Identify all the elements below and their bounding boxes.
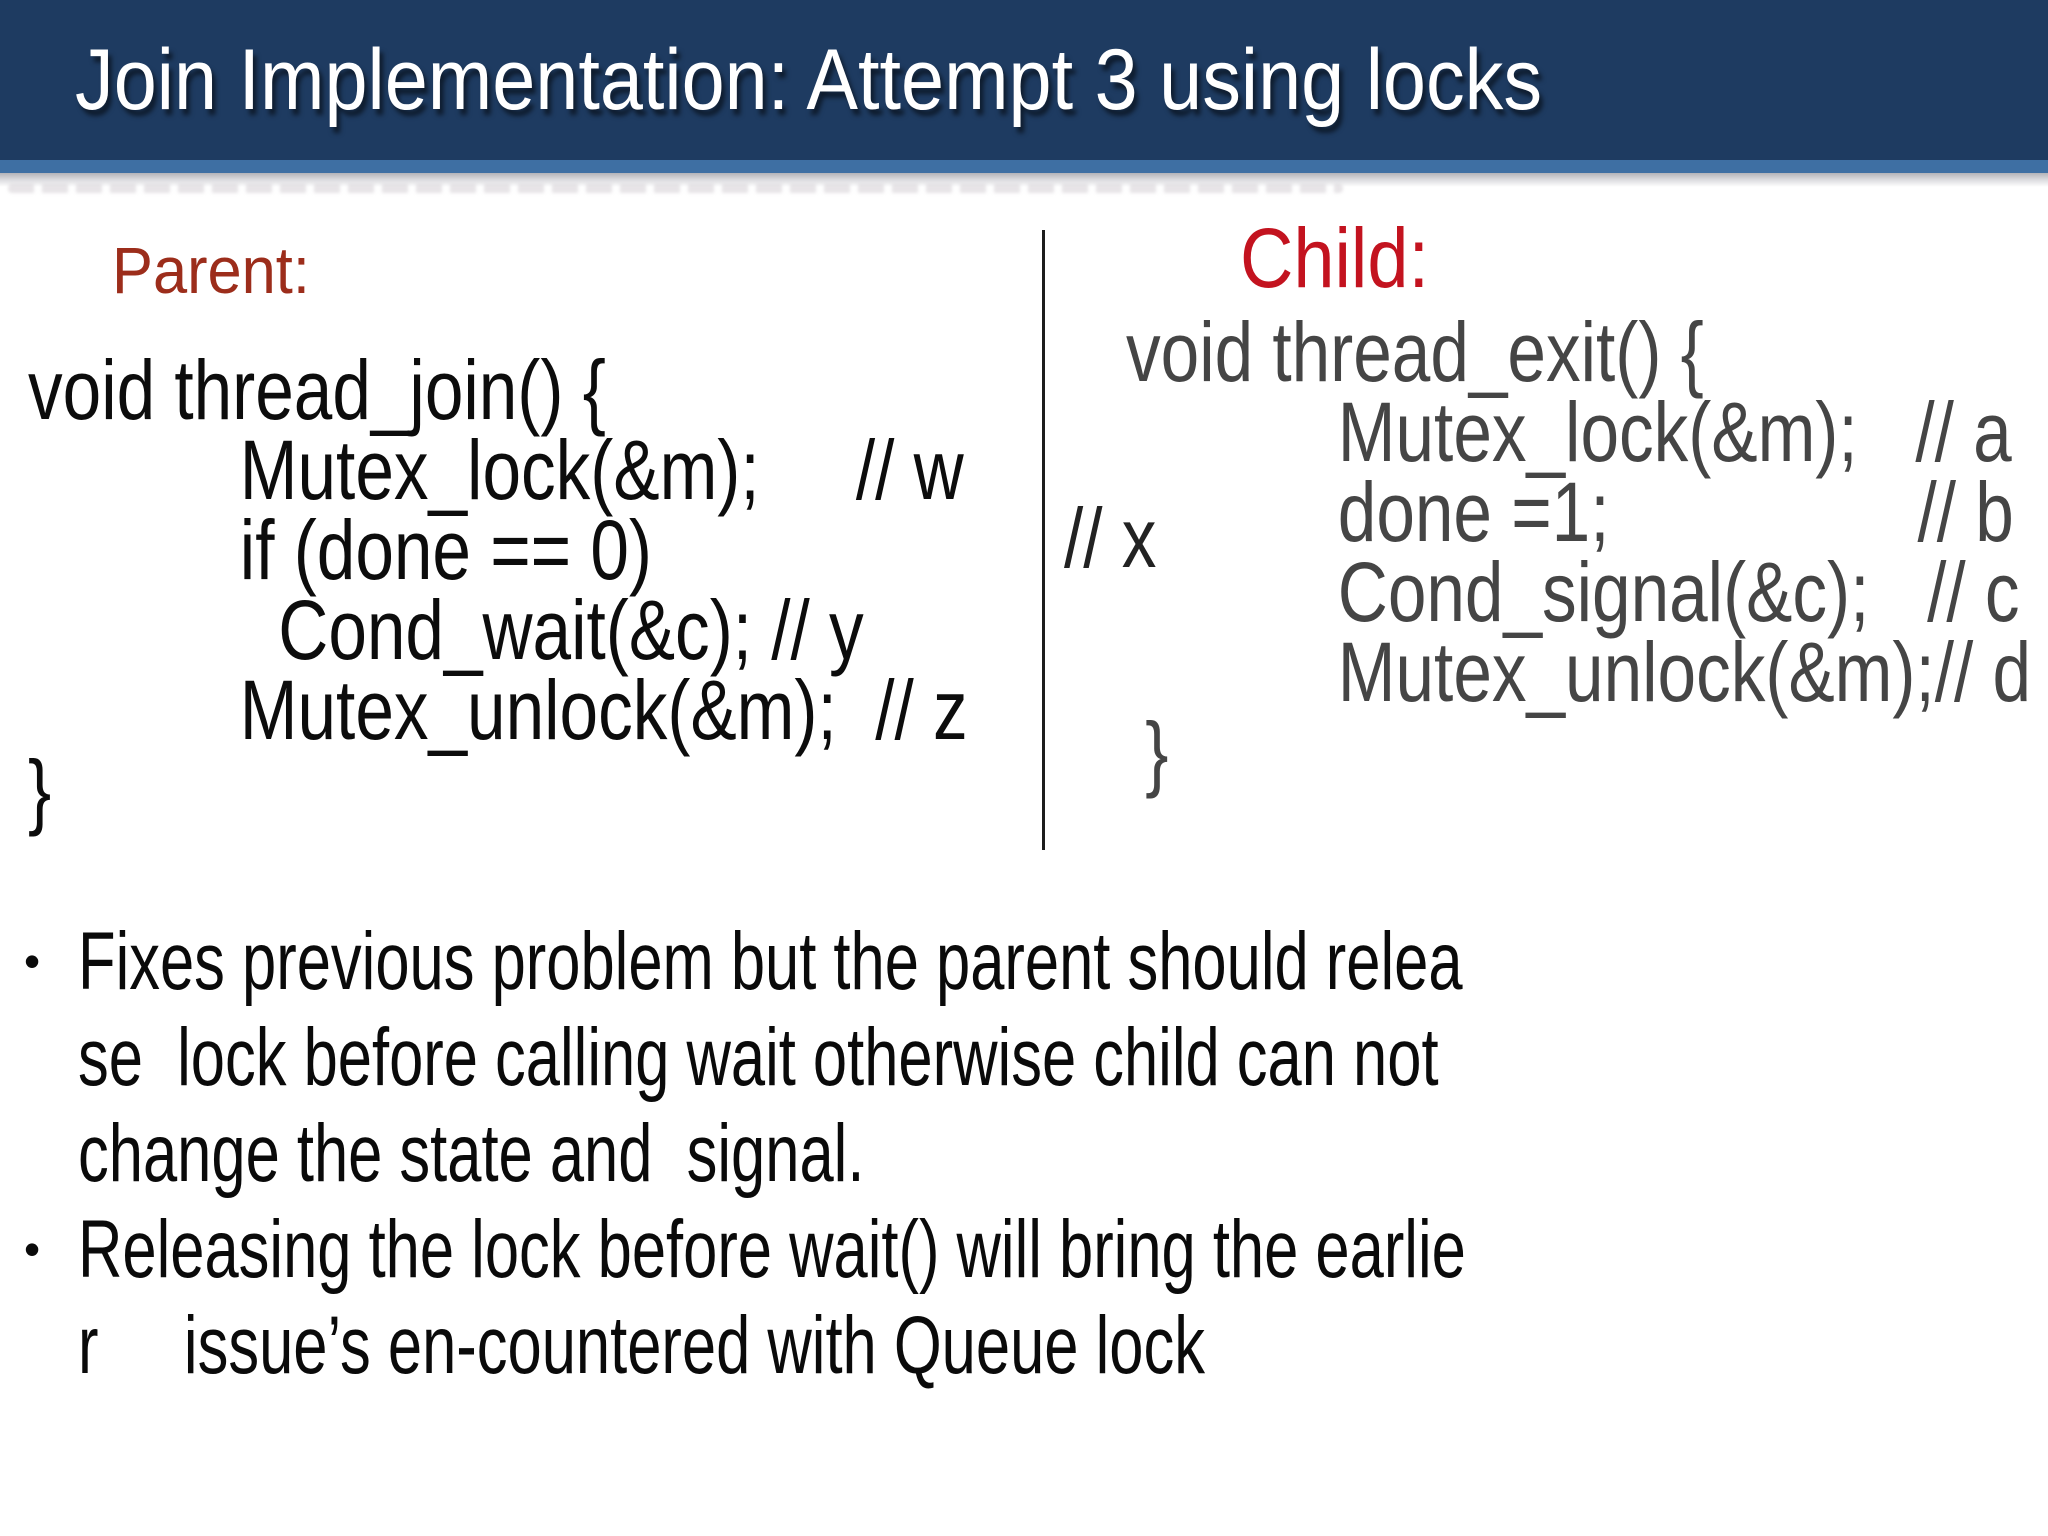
- bullet-marker: •: [24, 935, 41, 987]
- parent-code: void thread_join() { Mutex_lock(&m); // …: [28, 343, 968, 837]
- comment-x: // x: [1064, 491, 1157, 585]
- bullet-text: Fixes previous problem but the parent sh…: [78, 916, 1463, 1199]
- bullet-text: Releasing the lock before wait() will br…: [78, 1204, 1466, 1391]
- title-bar: Join Implementation: Attempt 3 using loc…: [0, 0, 2048, 160]
- slide-title: Join Implementation: Attempt 3 using loc…: [75, 32, 1543, 128]
- header-shadow: [0, 173, 2048, 187]
- column-divider: [1042, 230, 1045, 850]
- bullet-list: • Fixes previous problem but the parent …: [0, 914, 1700, 1394]
- ghost-artifact: [8, 184, 1343, 193]
- child-label: Child:: [1240, 211, 1429, 305]
- bullet-item: • Releasing the lock before wait() will …: [0, 1202, 1700, 1394]
- parent-label: Parent:: [112, 233, 310, 307]
- child-code: void thread_exit() { Mutex_lock(&m); // …: [1126, 305, 2032, 799]
- bullet-marker: •: [24, 1223, 41, 1275]
- header-accent-strip: [0, 160, 2048, 173]
- bullet-item: • Fixes previous problem but the parent …: [0, 914, 1700, 1202]
